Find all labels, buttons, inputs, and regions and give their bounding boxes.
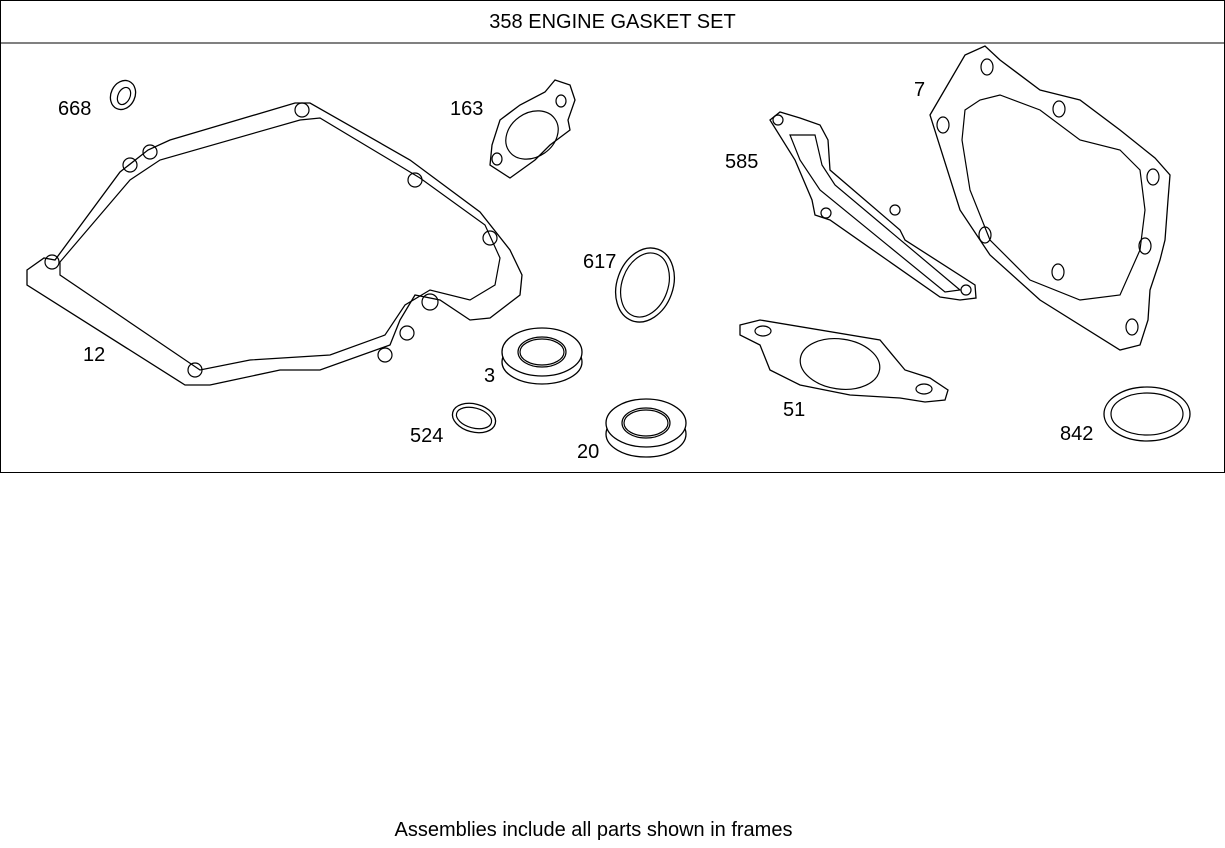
part-12-crankcase-gasket[interactable] [26, 102, 523, 386]
callout-3[interactable]: 3 [484, 365, 496, 387]
callout-7[interactable]: 7 [914, 79, 926, 101]
part-524-o-ring[interactable] [449, 399, 499, 437]
part-617-o-ring[interactable] [606, 240, 685, 331]
diagram-title: 358 ENGINE GASKET SET [1, 1, 1224, 44]
callout-12[interactable]: 12 [83, 344, 106, 366]
assembly-note: Assemblies include all parts shown in fr… [394, 819, 793, 841]
callout-524[interactable]: 524 [410, 425, 444, 447]
callout-163[interactable]: 163 [450, 98, 484, 120]
part-585-breather-gasket[interactable] [769, 111, 977, 301]
exploded-parts-diagram [26, 45, 1191, 458]
part-7-head-gasket[interactable] [929, 45, 1171, 351]
callout-617[interactable]: 617 [583, 251, 617, 273]
callout-668[interactable]: 668 [58, 98, 92, 120]
callout-20[interactable]: 20 [577, 441, 600, 463]
part-20-oil-seal[interactable] [605, 398, 687, 458]
part-842-o-ring[interactable] [1103, 386, 1191, 442]
part-3-oil-seal[interactable] [501, 327, 583, 385]
callout-842[interactable]: 842 [1060, 423, 1094, 445]
part-668-seal[interactable] [106, 76, 140, 113]
callout-585[interactable]: 585 [725, 151, 759, 173]
callout-51[interactable]: 51 [783, 399, 806, 421]
part-51-exhaust-gasket[interactable] [739, 319, 949, 403]
part-163-gasket[interactable] [489, 79, 576, 179]
